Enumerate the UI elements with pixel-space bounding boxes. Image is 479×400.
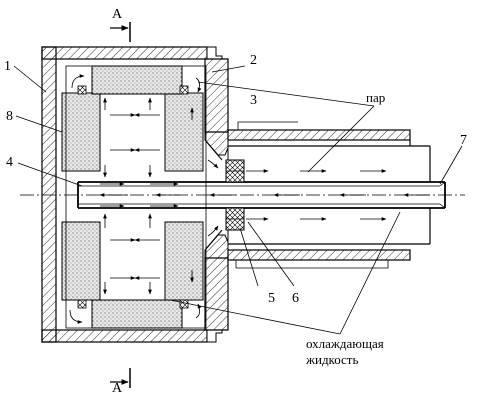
section-marker-bottom [110,368,131,388]
housing [41,46,223,343]
steam-pipe [227,121,431,269]
section-label-bottom: A [112,381,123,396]
label-3: 3 [250,93,257,108]
label-2: 2 [250,53,257,68]
label-1: 1 [4,59,11,74]
section-label-top: A [112,7,123,22]
label-5: 5 [268,291,275,306]
end-shield [204,58,229,331]
label-7: 7 [460,133,467,148]
stator [61,65,207,329]
shaft-seals [225,159,245,231]
flow-arrows [69,74,430,324]
leader-lines [13,65,463,335]
hollow-shaft [20,181,465,209]
coolant-annotation-line1: охлаждающая [306,336,384,351]
section-marker-top [110,22,131,42]
label-8: 8 [6,109,13,124]
coolant-annotation-line2: жидкость [305,352,358,367]
label-4: 4 [6,155,13,170]
label-6: 6 [292,291,299,306]
steam-annotation: пар [366,90,385,105]
